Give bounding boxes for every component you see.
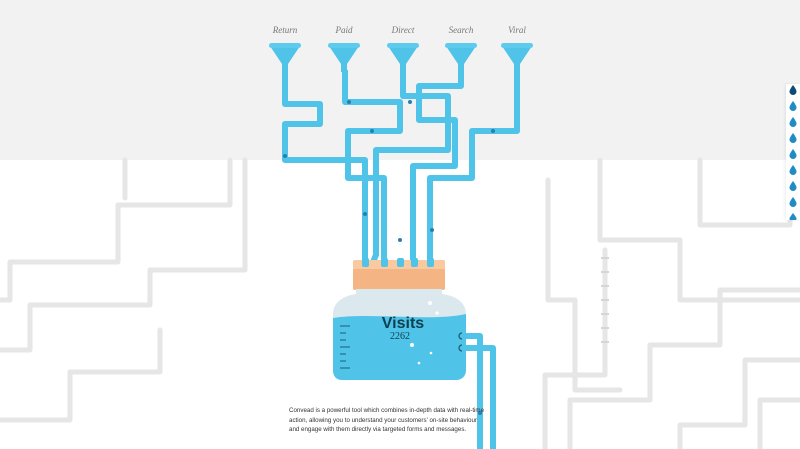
side-nav-drops: [789, 85, 797, 222]
jar-cork: [353, 258, 445, 290]
water-drop-icon[interactable]: [789, 197, 797, 208]
funnels: [269, 43, 533, 72]
water-drop-icon[interactable]: [789, 213, 797, 222]
funnel-paid: [328, 43, 360, 72]
funnel-label-search: Search: [448, 25, 474, 35]
funnel-label-viral: Viral: [508, 25, 526, 35]
side-nav: [786, 84, 800, 222]
water-drop-icon[interactable]: [789, 117, 797, 127]
background-pipe-ladder: [601, 257, 609, 343]
visits-count: 2262: [390, 331, 410, 342]
water-drop-icon[interactable]: [789, 85, 797, 95]
water-drop-icon[interactable]: [789, 133, 797, 143]
jar-outlets: [458, 332, 463, 352]
flow-markers: [283, 100, 495, 415]
water-drop-icon[interactable]: [789, 181, 797, 191]
funnel-return: [269, 43, 301, 72]
jar-title: Visits: [381, 315, 425, 332]
jar-bubbles: [410, 301, 439, 365]
funnel-label-direct: Direct: [391, 25, 415, 35]
water-drop-icon[interactable]: [789, 101, 797, 111]
visits-jar: [333, 289, 466, 380]
blue-pipes: [282, 70, 520, 449]
water-drop-icon[interactable]: [789, 149, 797, 159]
jar-scale: [340, 325, 350, 369]
product-description: Convead is a powerful tool which combine…: [289, 407, 485, 433]
funnel-label-paid: Paid: [335, 25, 353, 35]
funnel-label-return: Return: [272, 25, 298, 35]
funnel-search: [445, 43, 477, 72]
funnel-direct: [387, 43, 419, 72]
water-drop-icon[interactable]: [789, 165, 797, 175]
funnel-viral: [501, 43, 533, 72]
